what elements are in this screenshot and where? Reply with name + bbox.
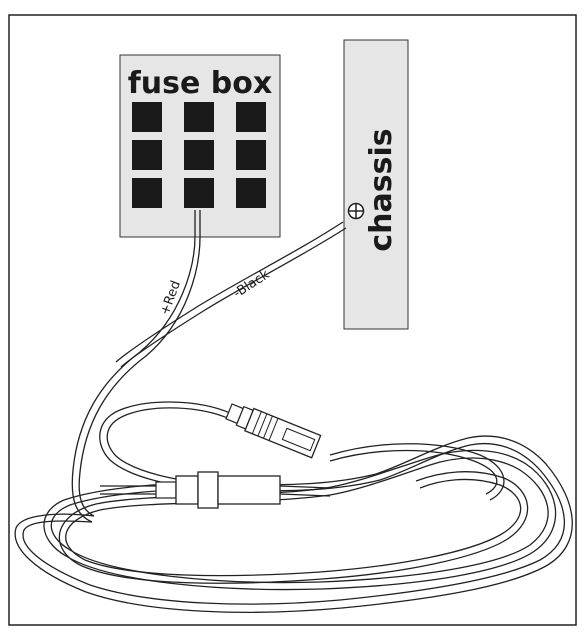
- fuse-slot: [184, 140, 214, 170]
- inline-fuse-holder-icon: [100, 471, 331, 509]
- fuse-slot: [184, 102, 214, 132]
- ground-screw-icon: [347, 202, 365, 220]
- fuse-slot: [132, 140, 162, 170]
- black-wire: [115, 221, 347, 368]
- diagram-frame: [8, 14, 577, 626]
- chassis: chassis: [343, 39, 409, 330]
- fuse-slot: [236, 178, 266, 208]
- fuse-slot: [132, 178, 162, 208]
- fuse-grid: [132, 102, 266, 208]
- fuse-box: fuse box: [119, 54, 281, 238]
- fuse-box-label: fuse box: [128, 66, 273, 101]
- fuse-slot: [236, 140, 266, 170]
- connector-plug-icon: [225, 403, 322, 459]
- fuse-slot: [236, 102, 266, 132]
- red-wire: [71, 210, 201, 523]
- fuse-slot: [132, 102, 162, 132]
- fuse-slot: [184, 178, 214, 208]
- chassis-label: chassis: [364, 128, 399, 251]
- chassis-panel: [343, 39, 409, 330]
